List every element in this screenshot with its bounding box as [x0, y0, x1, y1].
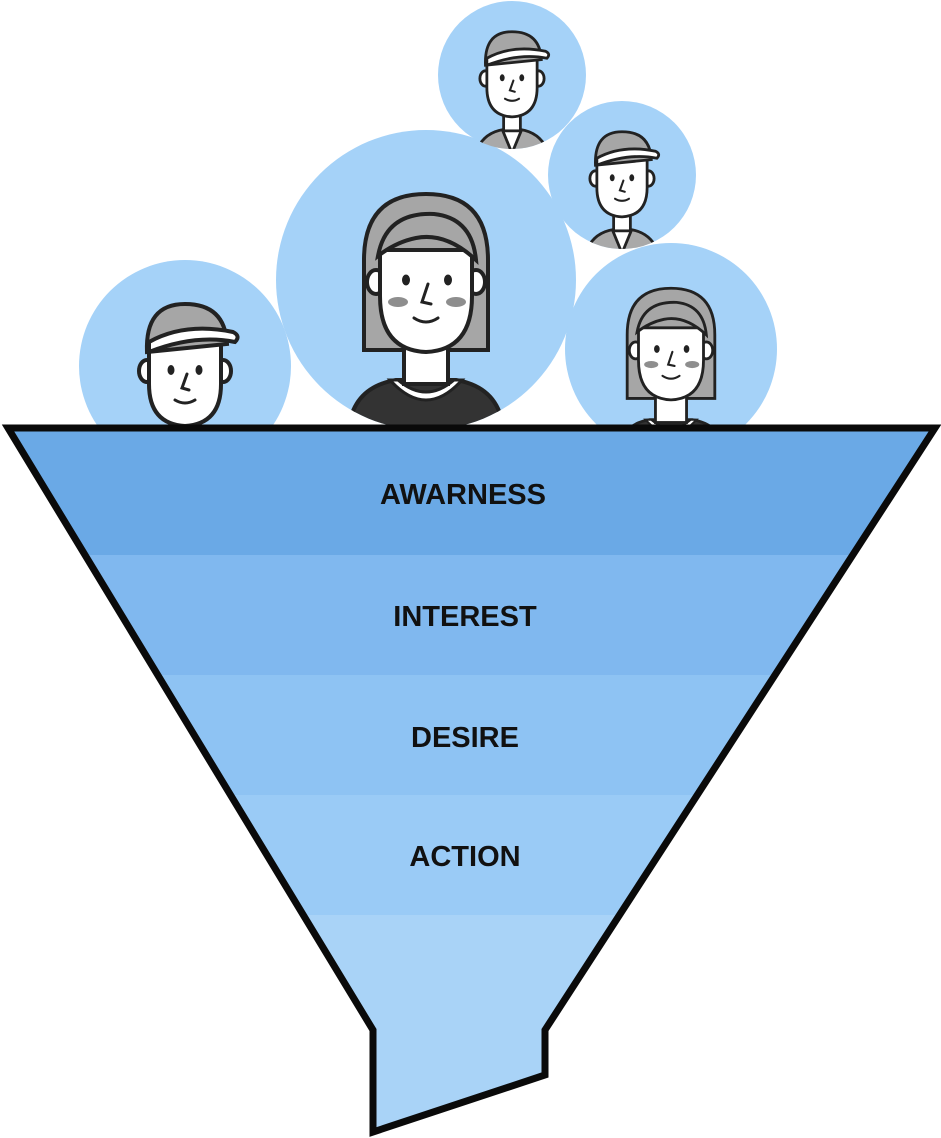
man-with-cap-icon: [580, 130, 664, 250]
person-avatar: [438, 1, 586, 150]
person-avatar: [565, 243, 777, 428]
funnel-band-awareness: [8, 428, 935, 555]
person-avatar: [548, 101, 696, 250]
stage-label-action: ACTION: [409, 841, 520, 873]
funnel: [8, 428, 935, 1132]
funnel-outline: [1, 424, 941, 1137]
funnel-band-interest: [8, 555, 935, 675]
funnel-band-spout: [8, 915, 935, 1132]
man-with-cap-icon: [137, 301, 240, 428]
woman-icon: [614, 286, 728, 428]
woman-icon: [345, 191, 507, 428]
audience-avatars: [79, 1, 777, 428]
stage-label-interest: INTEREST: [393, 601, 537, 633]
man-with-cap-icon: [470, 30, 554, 150]
stage-label-awareness: AWARNESS: [380, 479, 546, 511]
person-avatar: [276, 130, 576, 428]
person-avatar: [79, 260, 291, 428]
stage-label-desire: DESIRE: [411, 722, 519, 754]
